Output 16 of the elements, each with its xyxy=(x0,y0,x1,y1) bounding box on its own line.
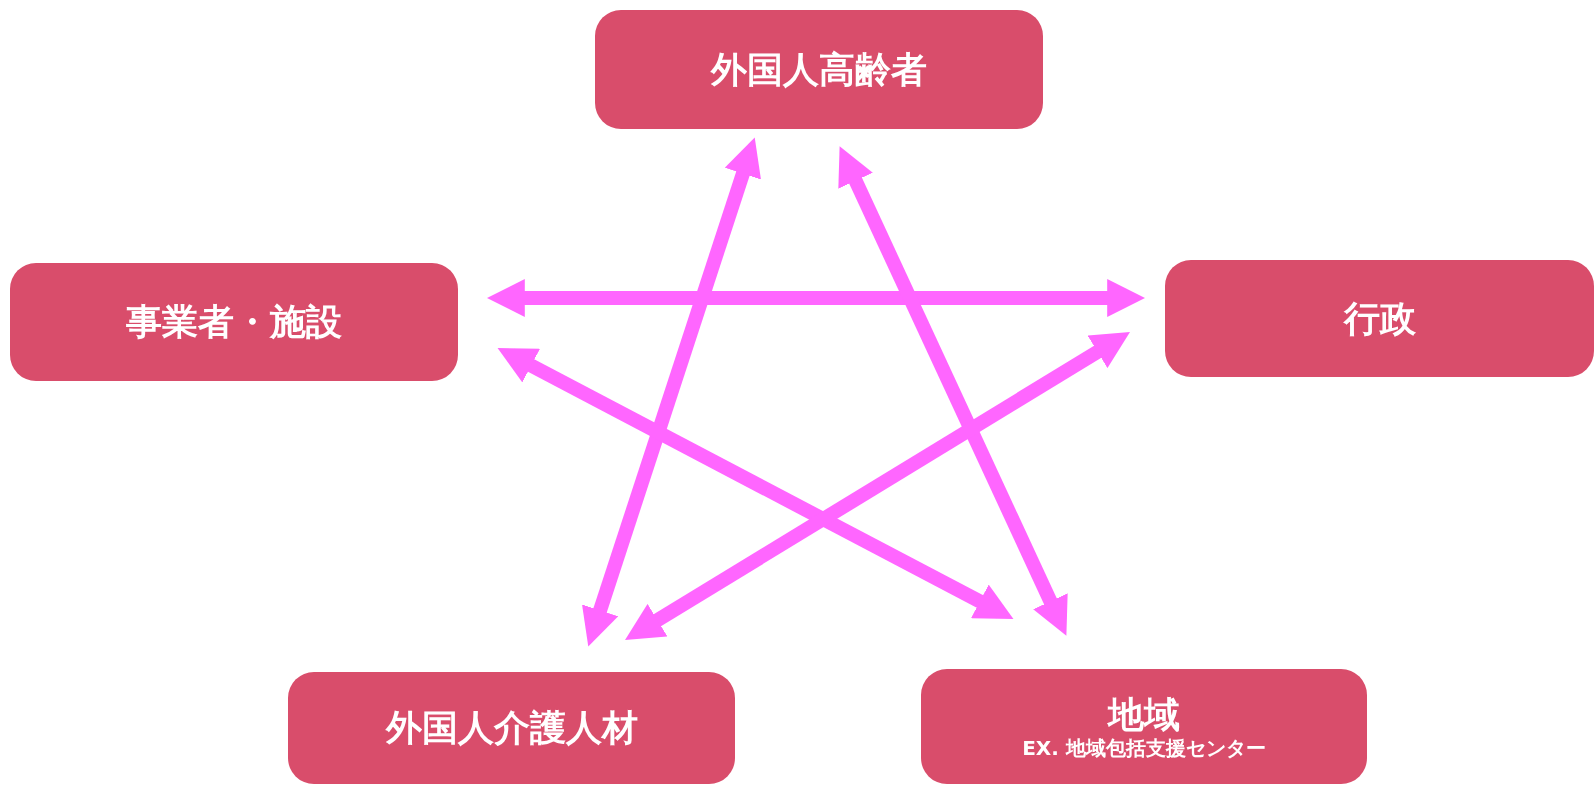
rounded-box xyxy=(288,672,735,784)
double-arrow xyxy=(486,279,1146,317)
box-subtitle: EX. 地域包括支援センター xyxy=(1022,736,1266,761)
box-title: 外国人介護人材 xyxy=(385,706,638,750)
rounded-box xyxy=(595,10,1043,129)
rounded-box xyxy=(921,669,1367,784)
rounded-box xyxy=(1165,260,1594,377)
box-title: 地域 xyxy=(1108,692,1180,737)
double-arrow xyxy=(497,347,1014,620)
box-title: 外国人高齢者 xyxy=(711,47,927,92)
rounded-box xyxy=(10,263,458,381)
double-arrow xyxy=(838,146,1068,636)
double-arrow xyxy=(582,137,761,647)
box-title: 事業者・施設 xyxy=(126,300,342,344)
double-arrow xyxy=(625,332,1130,640)
box-title: 行政 xyxy=(1343,296,1416,341)
